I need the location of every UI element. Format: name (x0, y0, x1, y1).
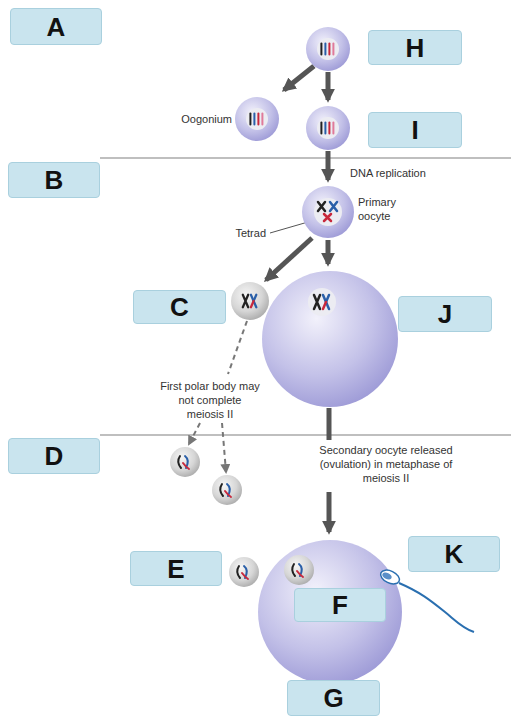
annotation-text: DNA replication (350, 167, 470, 181)
nucleus (314, 198, 342, 226)
box-letter: K (445, 541, 464, 567)
sperm-nucleus (381, 571, 393, 581)
arrow (326, 240, 331, 264)
cell (302, 186, 354, 238)
chromosomes (220, 484, 231, 497)
box-letter: G (323, 685, 343, 711)
dashed-arrow (222, 423, 226, 472)
label-box: A (10, 8, 102, 45)
box-letter: A (47, 14, 66, 40)
box-letter: C (170, 294, 189, 320)
label-box: G (287, 680, 380, 716)
chromosomes (314, 295, 329, 309)
box-letter: E (167, 556, 184, 582)
annotation-text: Tetrad (222, 227, 266, 241)
cell (306, 106, 350, 150)
sperm-tail (399, 583, 474, 632)
nucleus (317, 117, 339, 139)
label-box: E (130, 551, 222, 586)
label-box: F (294, 588, 386, 622)
chromosomes (318, 202, 337, 221)
dashed-line (228, 321, 247, 374)
box-letter: I (411, 117, 418, 143)
chromosomes (321, 43, 333, 54)
nucleus (317, 38, 339, 60)
arrow (327, 492, 332, 532)
polar-body (284, 555, 314, 585)
arrow (266, 238, 312, 280)
chromosomes (243, 295, 256, 308)
annotation-text: Primary oocyte (358, 196, 422, 224)
annotation-text: First polar body may not complete meiosi… (160, 380, 260, 421)
arrow (326, 72, 331, 100)
polar-body (170, 447, 200, 477)
chromosomes (250, 113, 262, 124)
box-letter: F (332, 592, 348, 618)
egg-cell (258, 540, 402, 684)
polar-body (212, 475, 242, 505)
arrow-shaft (327, 408, 332, 440)
sperm-head (378, 567, 401, 586)
chromosomes (178, 456, 189, 469)
chromosomes (321, 122, 333, 133)
arrow (326, 151, 331, 180)
nucleus (246, 108, 268, 130)
cell (306, 27, 350, 71)
label-box: B (8, 162, 100, 198)
box-letter: D (45, 443, 64, 469)
label-box: J (398, 296, 492, 332)
cell (235, 97, 279, 141)
stage-separator (100, 434, 511, 436)
dashed-arrow (189, 423, 200, 444)
box-letter: J (438, 301, 452, 327)
annotation-text: Oogonium (166, 113, 232, 127)
box-letter: H (406, 35, 425, 61)
label-box: I (368, 112, 462, 148)
box-letter: B (45, 167, 64, 193)
nucleus (308, 288, 336, 316)
chromosomes (237, 566, 248, 579)
label-box: D (8, 438, 100, 474)
polar-body (229, 557, 259, 587)
arrow (284, 66, 314, 90)
polar-body (231, 282, 269, 320)
stage-separator (100, 157, 511, 159)
cell (262, 271, 398, 407)
label-box: K (408, 536, 500, 572)
label-box: H (368, 30, 462, 65)
leader-line (270, 222, 308, 233)
annotation-text: Secondary oocyte released (ovulation) in… (318, 444, 454, 485)
chromosomes (292, 564, 303, 577)
label-box: C (133, 290, 226, 324)
